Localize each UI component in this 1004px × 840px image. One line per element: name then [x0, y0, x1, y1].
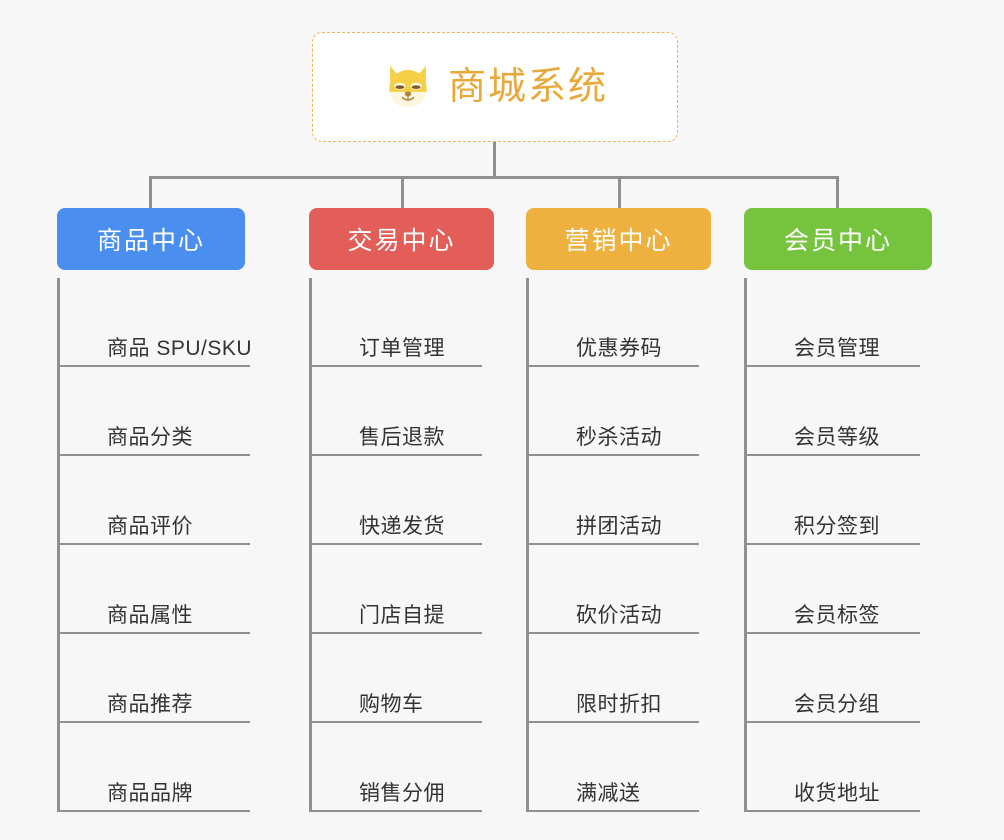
leaf-label: 快递发货: [359, 514, 445, 538]
leaf-label: 积分签到: [794, 514, 880, 538]
column-product-center: 商品中心 商品 SPU/SKU 商品分类 商品评价 商品属性 商品推荐 商品品牌: [57, 208, 252, 812]
dog-face-icon: [389, 65, 427, 108]
leaf-item[interactable]: 会员管理: [747, 278, 932, 367]
leaf-list-marketing-center: 优惠券码 秒杀活动 拼团活动 砍价活动 限时折扣 满减送: [526, 278, 711, 812]
leaf-item[interactable]: 商品品牌: [60, 723, 250, 812]
column-member-center: 会员中心 会员管理 会员等级 积分签到 会员标签 会员分组 收货地址: [744, 208, 932, 812]
leaf-item[interactable]: 优惠券码: [529, 278, 711, 367]
leaf-item[interactable]: 商品 SPU/SKU: [60, 278, 252, 367]
leaf-label: 会员分组: [794, 692, 880, 716]
leaf-label: 秒杀活动: [576, 425, 662, 449]
connector-drop-3: [618, 176, 621, 210]
column-header-transaction-center[interactable]: 交易中心: [309, 208, 494, 270]
column-marketing-center: 营销中心 优惠券码 秒杀活动 拼团活动 砍价活动 限时折扣 满减送: [526, 208, 711, 812]
leaf-item[interactable]: 拼团活动: [529, 456, 711, 545]
leaf-item[interactable]: 购物车: [312, 634, 494, 723]
leaf-label: 商品评价: [107, 514, 193, 538]
leaf-label: 收货地址: [794, 781, 880, 805]
connector-drop-4: [836, 176, 839, 210]
leaf-item[interactable]: 门店自提: [312, 545, 494, 634]
column-header-marketing-center[interactable]: 营销中心: [526, 208, 711, 270]
leaf-list-transaction-center: 订单管理 售后退款 快递发货 门店自提 购物车 销售分佣: [309, 278, 494, 812]
connector-drop-2: [401, 176, 404, 210]
leaf-item[interactable]: 商品分类: [60, 367, 250, 456]
leaf-item[interactable]: 订单管理: [312, 278, 494, 367]
leaf-label: 优惠券码: [576, 336, 662, 360]
connector-drop-1: [149, 176, 152, 210]
leaf-label: 购物车: [359, 692, 424, 716]
connector-root-stem: [493, 142, 496, 178]
leaf-label: 拼团活动: [576, 514, 662, 538]
column-header-label: 会员中心: [783, 227, 892, 255]
leaf-label: 商品 SPU/SKU: [107, 336, 253, 360]
leaf-label: 商品分类: [107, 425, 193, 449]
leaf-item[interactable]: 收货地址: [747, 723, 932, 812]
leaf-list-member-center: 会员管理 会员等级 积分签到 会员标签 会员分组 收货地址: [744, 278, 932, 812]
column-header-label: 营销中心: [564, 227, 673, 255]
leaf-item[interactable]: 砍价活动: [529, 545, 711, 634]
leaf-item[interactable]: 商品评价: [60, 456, 250, 545]
leaf-item[interactable]: 会员分组: [747, 634, 932, 723]
leaf-item[interactable]: 限时折扣: [529, 634, 711, 723]
leaf-label: 会员等级: [794, 425, 880, 449]
leaf-label: 满减送: [576, 781, 641, 805]
leaf-label: 会员管理: [794, 336, 880, 360]
leaf-list-product-center: 商品 SPU/SKU 商品分类 商品评价 商品属性 商品推荐 商品品牌: [57, 278, 252, 812]
column-header-label: 交易中心: [347, 227, 456, 255]
leaf-item[interactable]: 积分签到: [747, 456, 932, 545]
column-transaction-center: 交易中心 订单管理 售后退款 快递发货 门店自提 购物车 销售分佣: [309, 208, 494, 812]
column-header-label: 商品中心: [96, 227, 205, 255]
connector-horizontal-bus: [149, 176, 839, 179]
leaf-item[interactable]: 商品属性: [60, 545, 250, 634]
leaf-label: 商品属性: [107, 603, 193, 627]
leaf-item[interactable]: 满减送: [529, 723, 711, 812]
column-header-product-center[interactable]: 商品中心: [57, 208, 245, 270]
leaf-label: 订单管理: [359, 336, 445, 360]
leaf-label: 门店自提: [359, 603, 445, 627]
leaf-item[interactable]: 快递发货: [312, 456, 494, 545]
leaf-label: 商品品牌: [107, 781, 193, 805]
leaf-item[interactable]: 售后退款: [312, 367, 494, 456]
leaf-label: 会员标签: [794, 603, 880, 627]
leaf-item[interactable]: 商品推荐: [60, 634, 250, 723]
leaf-item[interactable]: 会员标签: [747, 545, 932, 634]
leaf-label: 商品推荐: [107, 692, 193, 716]
root-node[interactable]: 商城系统: [312, 32, 678, 142]
leaf-label: 限时折扣: [576, 692, 662, 716]
leaf-label: 售后退款: [359, 425, 445, 449]
leaf-label: 销售分佣: [359, 781, 445, 805]
leaf-item[interactable]: 会员等级: [747, 367, 932, 456]
leaf-label: 砍价活动: [576, 603, 662, 627]
root-title: 商城系统: [447, 66, 608, 108]
leaf-item[interactable]: 秒杀活动: [529, 367, 711, 456]
leaf-item[interactable]: 销售分佣: [312, 723, 494, 812]
column-header-member-center[interactable]: 会员中心: [744, 208, 932, 270]
